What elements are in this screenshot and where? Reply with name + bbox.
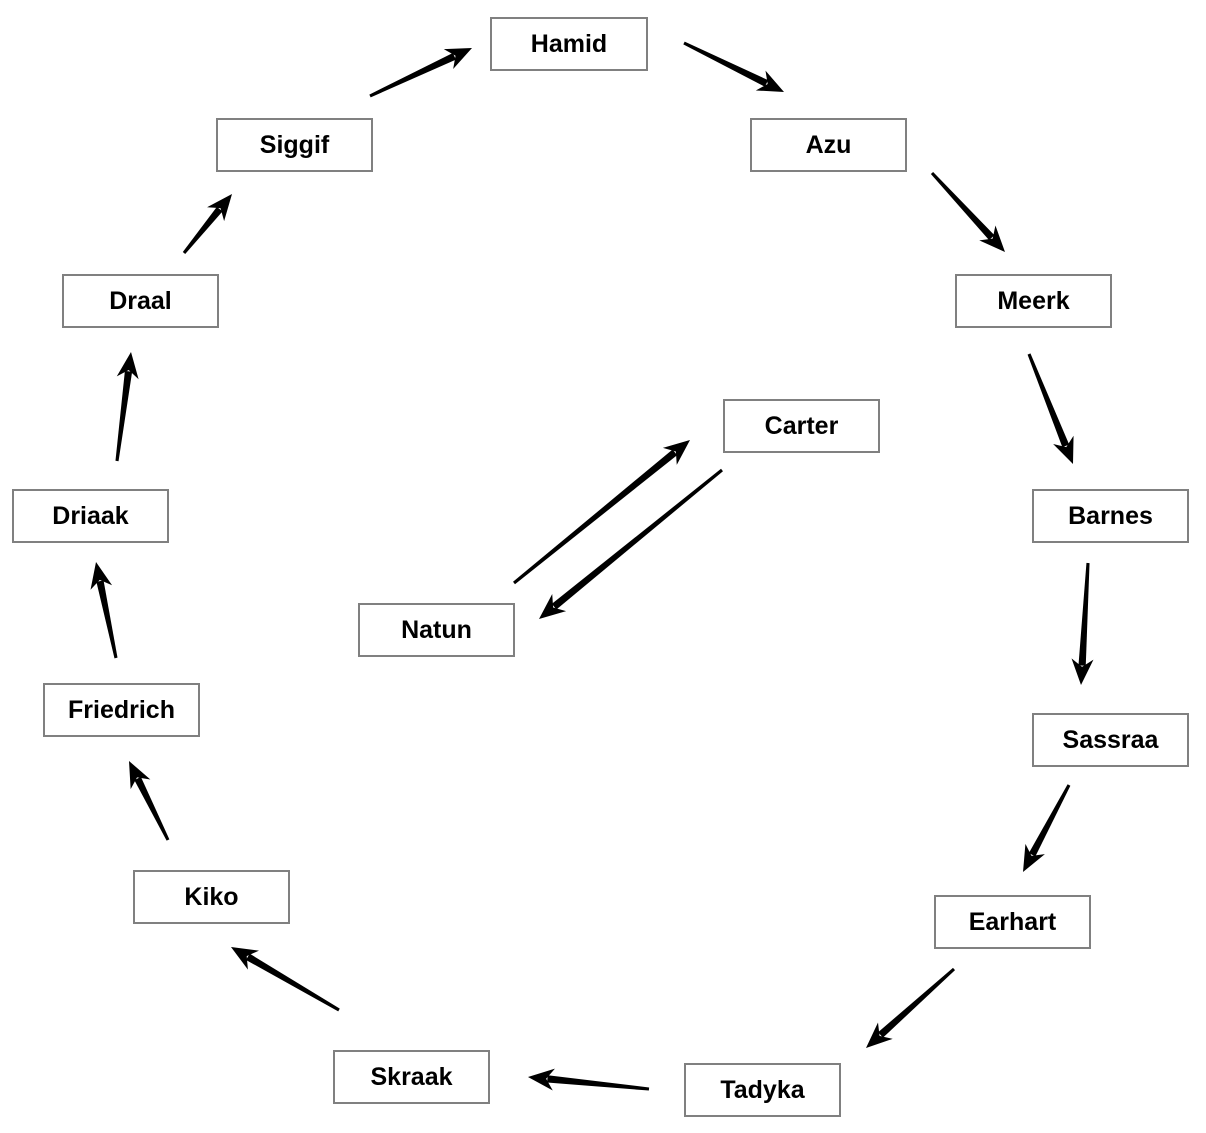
edge-arrowhead — [539, 594, 567, 619]
node-carter[interactable]: Carter — [723, 399, 880, 453]
node-sassraa[interactable]: Sassraa — [1032, 713, 1189, 767]
edge-meerk-barnes — [1027, 353, 1074, 464]
node-kiko[interactable]: Kiko — [133, 870, 290, 924]
edge-shaft — [115, 370, 133, 462]
edge-earhart-tadyka — [866, 967, 956, 1048]
edge-azu-meerk — [930, 171, 1005, 252]
node-natun[interactable]: Natun — [358, 603, 515, 657]
node-label: Driaak — [52, 501, 129, 530]
edge-skraak-kiko — [231, 947, 340, 1012]
node-label: Sassraa — [1062, 725, 1159, 754]
edge-shaft — [182, 206, 223, 254]
node-label: Skraak — [370, 1062, 453, 1091]
edge-shaft — [246, 953, 340, 1012]
node-siggif[interactable]: Siggif — [216, 118, 373, 172]
edge-arrowhead — [1023, 843, 1045, 872]
edge-arrowhead — [662, 440, 690, 465]
edge-hamid-azu — [683, 41, 784, 92]
node-label: Barnes — [1068, 501, 1153, 530]
edge-shaft — [134, 776, 170, 841]
edge-natun-carter — [513, 440, 690, 585]
node-friedrich[interactable]: Friedrich — [43, 683, 200, 737]
node-hamid[interactable]: Hamid — [490, 17, 648, 71]
edge-arrowhead — [90, 562, 113, 590]
node-label: Siggif — [259, 130, 330, 159]
node-barnes[interactable]: Barnes — [1032, 489, 1189, 543]
node-earhart[interactable]: Earhart — [934, 895, 1091, 949]
edge-sassraa-earhart — [1023, 784, 1071, 872]
node-label: Tadyka — [720, 1075, 805, 1104]
edge-driaak-draal — [115, 352, 139, 462]
node-driaak[interactable]: Driaak — [12, 489, 169, 543]
node-tadyka[interactable]: Tadyka — [684, 1063, 841, 1117]
edge-arrowhead — [979, 225, 1005, 252]
edge-tadyka-skraak — [528, 1068, 650, 1091]
node-label: Draal — [109, 286, 172, 315]
edge-arrowhead — [755, 70, 784, 92]
node-label: Kiko — [184, 882, 239, 911]
edge-shaft — [930, 171, 995, 241]
edge-friedrich-driaak — [90, 562, 118, 659]
edge-arrowhead — [1071, 658, 1094, 685]
node-label: Carter — [764, 411, 839, 440]
edge-shaft — [96, 580, 118, 659]
node-label: Meerk — [997, 286, 1070, 315]
edge-shaft — [878, 967, 956, 1038]
node-label: Azu — [805, 130, 852, 159]
node-label: Hamid — [530, 29, 608, 58]
node-meerk[interactable]: Meerk — [955, 274, 1112, 328]
edge-shaft — [1078, 562, 1090, 666]
edge-arrowhead — [528, 1068, 555, 1091]
edge-arrowhead — [866, 1022, 893, 1048]
node-draal[interactable]: Draal — [62, 274, 219, 328]
node-label: Natun — [401, 615, 472, 644]
edge-draal-siggif — [182, 194, 232, 254]
edge-shaft — [683, 41, 769, 87]
node-azu[interactable]: Azu — [750, 118, 907, 172]
edge-arrowhead — [129, 761, 151, 790]
node-skraak[interactable]: Skraak — [333, 1050, 490, 1104]
edge-arrowhead — [1053, 435, 1074, 464]
edge-shaft — [513, 449, 678, 585]
edge-barnes-sassraa — [1071, 562, 1094, 685]
edge-shaft — [369, 53, 456, 98]
edge-kiko-friedrich — [129, 761, 170, 841]
edge-shaft — [1027, 353, 1070, 448]
node-label: Earhart — [968, 907, 1057, 936]
node-label: Friedrich — [68, 695, 175, 724]
edge-arrowhead — [116, 352, 139, 380]
edge-siggif-hamid — [369, 48, 472, 98]
edge-shaft — [1028, 784, 1071, 857]
edge-carter-natun — [539, 468, 723, 619]
edge-shaft — [547, 1075, 650, 1091]
edge-arrowhead — [207, 194, 232, 222]
edge-arrowhead — [443, 48, 472, 70]
edge-shaft — [551, 468, 723, 610]
edge-arrowhead — [231, 947, 260, 970]
